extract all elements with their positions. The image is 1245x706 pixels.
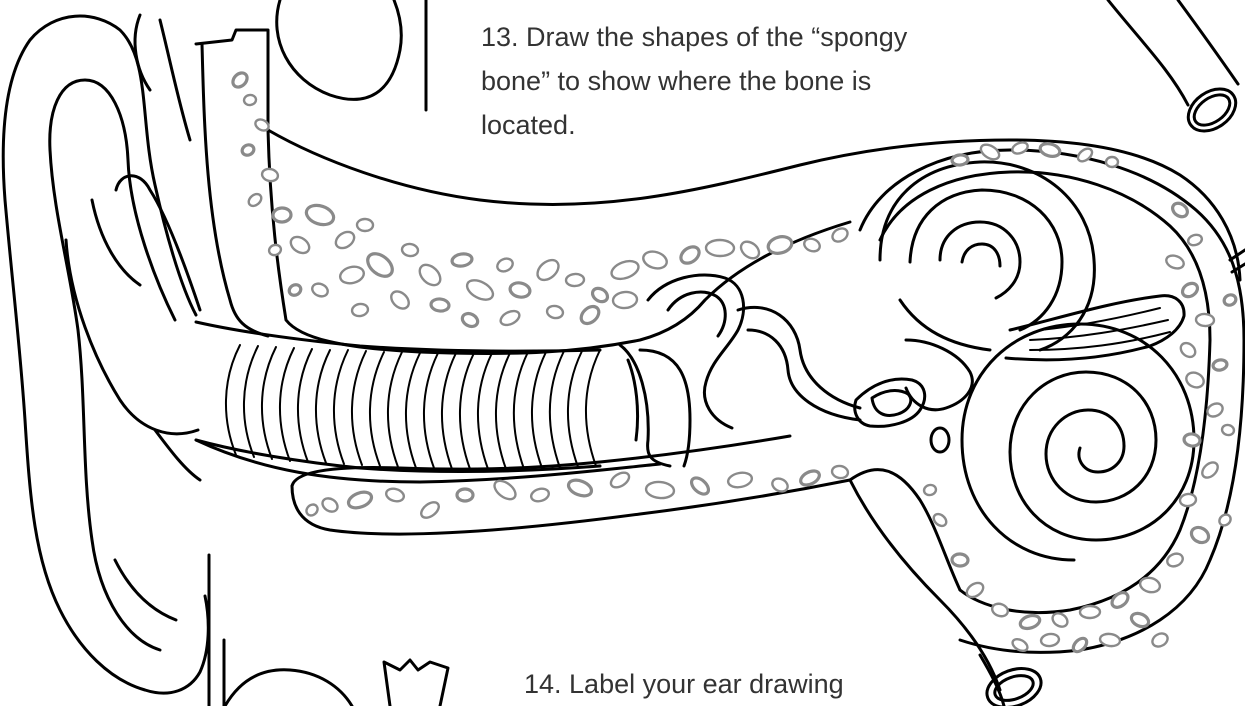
spongy-bone-blob — [1164, 253, 1185, 270]
spongy-bone-blob — [689, 475, 712, 497]
spongy-bone-blob — [385, 487, 406, 503]
spongy-bone-blob — [1019, 613, 1042, 631]
spongy-bone-blob — [1212, 359, 1228, 372]
spongy-bone-blob — [566, 477, 593, 499]
spongy-bone-blob — [727, 471, 753, 489]
spongy-bone-blob — [388, 288, 412, 312]
spongy-bone-blob — [738, 238, 762, 261]
spongy-bone-blob — [641, 249, 669, 271]
instruction-13-line-2: bone” to show where the bone is — [481, 66, 871, 96]
lower-bone — [196, 436, 1000, 690]
spongy-bone-blob — [1205, 401, 1225, 419]
spongy-bone-blob — [1178, 340, 1198, 360]
spongy-bone-blob — [1129, 611, 1150, 629]
spongy-bone-blob — [706, 240, 734, 256]
spongy-bone-blob — [608, 470, 631, 491]
spongy-bone-blob — [240, 143, 255, 157]
spongy-bone-blob — [1076, 146, 1095, 164]
spongy-bone-blob — [678, 243, 702, 266]
spongy-bone-blob — [590, 286, 610, 305]
spongy-bone-blob — [1106, 157, 1118, 167]
instruction-13: 13. Draw the shapes of the “spongy bone”… — [481, 15, 1041, 147]
ear-canal — [196, 322, 600, 472]
spongy-bone-blob — [246, 192, 263, 209]
spongy-bone-blob — [495, 256, 515, 274]
instruction-14-line-1: 14. Label your ear drawing — [524, 669, 844, 699]
spongy-bone-blob — [990, 602, 1009, 619]
pinna — [3, 15, 208, 693]
partial-shape-bottom — [209, 555, 448, 706]
spongy-bone-blob — [566, 273, 585, 286]
spongy-bone-blob — [310, 281, 329, 298]
spongy-bone-blob — [351, 303, 369, 318]
spongy-bone-blob — [534, 256, 563, 284]
spongy-bone-blob — [831, 465, 849, 480]
spongy-bone-blob — [401, 243, 418, 257]
eardrum — [620, 345, 690, 466]
spongy-bone-blob — [1179, 493, 1196, 507]
spongy-bone-blob — [1109, 590, 1131, 611]
spongy-bone-blob — [1040, 633, 1059, 647]
spongy-bone-blob — [1196, 313, 1215, 326]
instruction-14: 14. Label your ear drawing — [524, 662, 984, 706]
spongy-bone-blob — [546, 305, 564, 320]
spongy-bone-blob — [460, 311, 480, 329]
spongy-bone-blob — [304, 502, 320, 517]
instruction-13-line-3: located. — [481, 110, 576, 140]
spongy-bone-blob — [1221, 424, 1235, 436]
instruction-13-line-1: 13. Draw the shapes of the “spongy — [481, 22, 907, 52]
spongy-bone-blob — [1217, 512, 1233, 527]
spongy-bone-blob — [1150, 631, 1170, 649]
spongy-bone-blob — [1199, 459, 1220, 480]
spongy-bone-blob — [923, 484, 937, 496]
spongy-bone-blob — [243, 94, 256, 106]
spongy-bone-blob — [1187, 233, 1203, 247]
spongy-bone-blob — [357, 219, 373, 232]
spongy-bone-blob — [346, 489, 373, 511]
spongy-bone-blob — [1139, 576, 1162, 594]
spongy-bone-blob — [578, 303, 602, 327]
spongy-bone-blob — [268, 243, 283, 256]
spongy-bone-blob — [464, 276, 496, 303]
spongy-bone-blob — [1039, 142, 1061, 159]
spongy-bone-blob — [430, 298, 449, 312]
spongy-bone-blob — [964, 580, 986, 600]
spongy-bone-blob — [230, 70, 250, 90]
spongy-bone-blob — [288, 234, 312, 257]
spongy-bone-blob — [609, 258, 641, 283]
semicircular-canals — [880, 162, 1094, 350]
spongy-bone-blob — [1071, 636, 1089, 654]
spongy-bone-blob — [509, 281, 531, 299]
spongy-bone-blob — [530, 487, 551, 503]
spongy-bone-blob — [1180, 281, 1200, 300]
spongy-bone-shapes — [230, 70, 1237, 654]
spongy-bone-blob — [261, 167, 279, 182]
spongy-bone-blob — [338, 264, 365, 285]
partial-tube-top-right — [1108, 0, 1244, 140]
spongy-bone-blob — [457, 489, 473, 501]
spongy-bone-blob — [418, 499, 441, 521]
spongy-bone-blob — [451, 253, 473, 268]
spongy-bone-blob — [952, 554, 969, 567]
spongy-bone-blob — [1222, 293, 1237, 307]
spongy-bone-blob — [1184, 370, 1206, 390]
spongy-bone-blob — [363, 249, 396, 281]
spongy-bone-blob — [1189, 524, 1212, 545]
spongy-bone-blob — [287, 283, 302, 298]
inner-bone-capsule — [850, 150, 1244, 706]
spongy-bone-blob — [952, 154, 969, 166]
spongy-bone-blob — [498, 308, 521, 328]
spongy-bone-blob — [273, 208, 292, 223]
spongy-bone-blob — [333, 229, 357, 252]
spongy-bone-blob — [1080, 606, 1100, 619]
spongy-bone-blob — [304, 202, 336, 228]
partial-shape-top — [277, 0, 426, 110]
spongy-bone-blob — [320, 496, 340, 515]
spongy-bone-blob — [416, 261, 444, 289]
spongy-bone-blob — [766, 234, 793, 256]
spongy-bone-blob — [491, 477, 519, 503]
spongy-bone-blob — [645, 481, 674, 499]
spongy-bone-blob — [1183, 433, 1201, 447]
spongy-bone-blob — [612, 291, 637, 309]
